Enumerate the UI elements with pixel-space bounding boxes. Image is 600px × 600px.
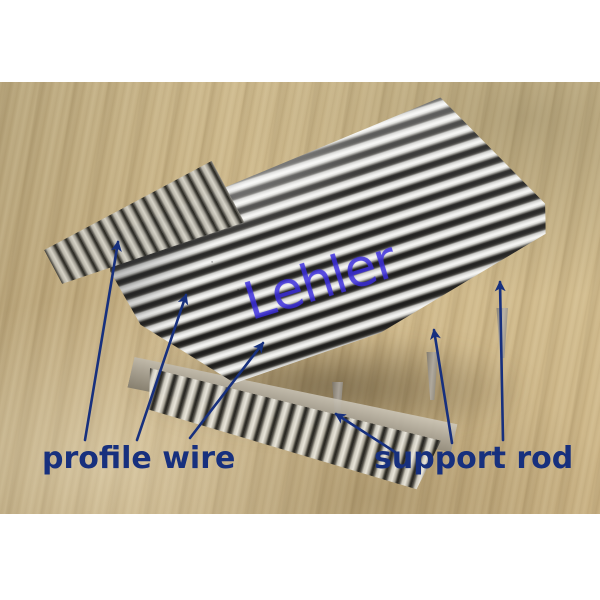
label-support-rod: support rod: [374, 441, 574, 476]
label-profile-wire: profile wire: [42, 441, 236, 476]
support-rod-leg: [426, 352, 438, 400]
